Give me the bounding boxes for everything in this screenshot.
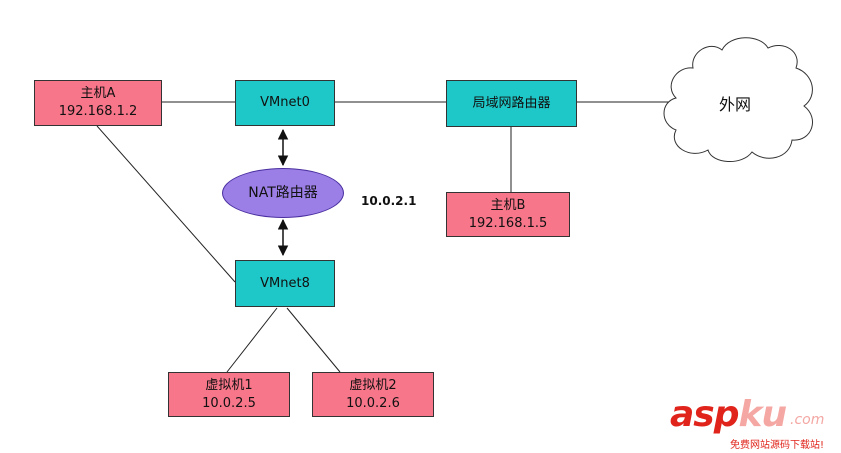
watermark-asp: asp bbox=[670, 394, 739, 435]
watermark-subtitle: 免费网站源码下载站! bbox=[730, 440, 825, 451]
vmnet8-label: VMnet8 bbox=[260, 275, 310, 291]
watermark-main: aspku bbox=[670, 394, 788, 435]
internet-cloud-icon bbox=[663, 37, 813, 162]
lan-router-label: 局域网路由器 bbox=[472, 95, 551, 111]
nat-ip-label: 10.0.2.1 bbox=[361, 194, 417, 208]
vmnet0-node: VMnet0 bbox=[235, 80, 335, 126]
link-vmnet8-vm2 bbox=[286, 307, 341, 373]
vm2-ip: 10.0.2.6 bbox=[346, 395, 400, 411]
lan-router-node: 局域网路由器 bbox=[446, 80, 577, 127]
vm2-name: 虚拟机2 bbox=[349, 377, 397, 393]
host-b-name: 主机B bbox=[490, 197, 526, 213]
vmnet0-label: VMnet0 bbox=[260, 95, 310, 110]
vm1-ip: 10.0.2.5 bbox=[202, 395, 256, 411]
host-a-name: 主机A bbox=[80, 86, 116, 101]
watermark-logo: aspku .com 免费网站源码下载站! bbox=[668, 394, 840, 452]
vmnet8-node: VMnet8 bbox=[235, 260, 335, 307]
watermark-com: .com bbox=[790, 412, 825, 428]
host-b-ip: 192.168.1.5 bbox=[468, 215, 548, 231]
watermark-ku: ku bbox=[738, 394, 788, 435]
host-b-node: 主机B 192.168.1.5 bbox=[446, 192, 570, 237]
vm1-name: 虚拟机1 bbox=[205, 377, 253, 393]
host-a-ip: 192.168.1.2 bbox=[58, 104, 138, 119]
vm1-node: 虚拟机1 10.0.2.5 bbox=[168, 372, 290, 417]
vm2-node: 虚拟机2 10.0.2.6 bbox=[312, 372, 434, 417]
nat-router-node: NAT路由器 bbox=[222, 168, 344, 218]
link-vmnet8-vm1 bbox=[226, 307, 278, 373]
nat-router-label: NAT路由器 bbox=[248, 185, 318, 201]
host-a-node: 主机A 192.168.1.2 bbox=[34, 80, 162, 126]
link-hosta-vmnet8 bbox=[96, 125, 236, 283]
internet-label: 外网 bbox=[719, 95, 752, 114]
